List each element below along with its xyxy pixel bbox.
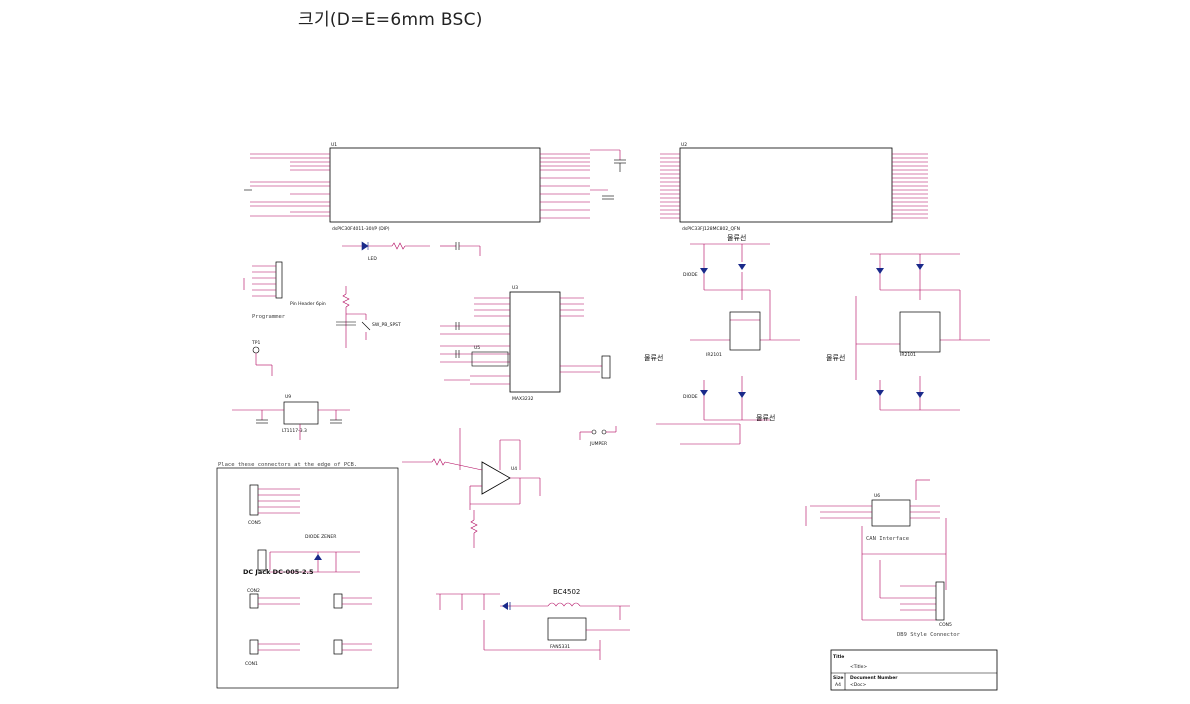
title-block-doc-value: <Doc> <box>850 682 866 688</box>
header-pins-label: Pin Header 6pin <box>290 301 326 307</box>
can-transceiver-u6: U6 CAN Interface CON5 DB9 Style Connecto… <box>805 479 961 638</box>
led-d1 <box>342 241 481 256</box>
jumper-jp <box>579 426 617 440</box>
inductor-label: BC4502 <box>553 588 580 596</box>
bridge-left-top-label: 물류선 <box>727 233 746 242</box>
regulator-u9: U9 LT1117-3.3 <box>232 394 350 440</box>
mcu-u2: U2 dsPIC33FJ128MC802_QFN <box>660 142 928 232</box>
ir2101-left-label: IR2101 <box>706 352 722 358</box>
mcu-u1: U1 dsPIC30F4011-30I/P (DIP) <box>244 142 626 232</box>
ir2101-right-label: IR2101 <box>900 352 916 358</box>
title-block-size: Size <box>833 675 843 681</box>
title-block-title-value: <Title> <box>850 664 867 670</box>
u1-part: dsPIC30F4011-30I/P (DIP) <box>332 226 390 232</box>
bridge-left-mid-label: 물류선 <box>644 353 663 362</box>
u3-part: MAX3232 <box>512 396 534 402</box>
half-bridge-right: 물류선 IR2101 <box>826 253 990 411</box>
half-bridge-left: 물류선 IR2101 DIODE DIODE 물류선 물류선 <box>644 233 800 445</box>
zener-label: DIODE ZENER <box>305 534 336 540</box>
dc-jack-label: DC Jack DC-005-2.5 <box>243 568 314 576</box>
title-block: Title <Title> Size A4 Document Number <D… <box>830 649 998 691</box>
u6-ref: U6 <box>874 493 880 499</box>
can-interface-label: CAN Interface <box>866 536 909 542</box>
can-con-label: CON5 <box>939 622 952 628</box>
u9-ref: U9 <box>285 394 291 400</box>
con5-label: CON5 <box>248 520 261 526</box>
bridge-left-bottom-label: 물류선 <box>756 413 775 422</box>
converter-u10: FAN5331 BC4502 <box>436 588 630 660</box>
u3-ref: U3 <box>512 285 518 291</box>
u2-part: dsPIC33FJ128MC802_QFN <box>682 226 740 232</box>
led-label: LED <box>368 256 377 262</box>
transceiver-u3: U3 MAX3232 <box>440 285 600 402</box>
diode-left-bottom: DIODE <box>683 394 698 400</box>
tp1-label: TP1 <box>251 340 260 346</box>
optocoupler-u5: U5 <box>471 345 509 367</box>
jumper-label: JUMPER <box>589 441 607 447</box>
programmer-label: Programmer <box>252 314 286 320</box>
bridge-right-mid-label: 물류선 <box>826 353 845 362</box>
connector-note: Place these connectors at the edge of PC… <box>218 462 357 468</box>
u2-ref: U2 <box>681 142 687 148</box>
u5-ref: U5 <box>474 345 480 351</box>
opamp-u4: U4 <box>402 428 541 548</box>
can-connector-label: DB9 Style Connector <box>897 632 961 638</box>
diode-left-top: DIODE <box>683 272 698 278</box>
title-block-doc: Document Number <box>850 675 898 681</box>
con2-label: CON2 <box>247 588 260 594</box>
title-block-title: Title <box>833 654 844 660</box>
u10-part: FAN5331 <box>550 644 570 650</box>
page-title: 크기(D=E=6mm BSC) <box>298 10 483 30</box>
connector-j2 <box>600 355 611 379</box>
reset-circuit <box>336 286 371 348</box>
title-block-size-value: A4 <box>835 682 841 688</box>
testpoint-tp1: TP1 <box>251 340 273 376</box>
sw-label: SW_PB_SPST <box>372 322 401 328</box>
u1-ref: U1 <box>331 142 337 148</box>
programmer-header-j1: Pin Header 6pin Programmer <box>243 261 326 320</box>
u9-part: LT1117-3.3 <box>282 428 307 434</box>
connector-panel: Place these connectors at the edge of PC… <box>216 462 399 689</box>
con1-label: CON1 <box>245 661 258 667</box>
u4-ref: U4 <box>511 466 517 472</box>
